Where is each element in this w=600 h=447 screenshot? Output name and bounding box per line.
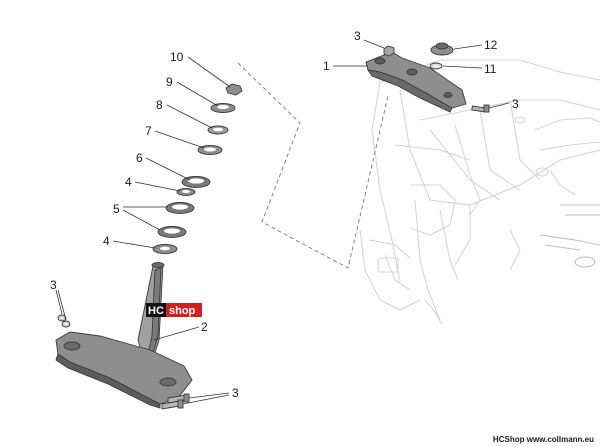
washer-11 — [429, 62, 443, 70]
footer-credit: HCShop www.collmann.eu — [493, 435, 594, 444]
leader-8 — [166, 104, 213, 129]
bolt-top — [383, 45, 395, 57]
callout-3-left: 3 — [50, 278, 57, 292]
callout-2: 2 — [201, 320, 208, 334]
hc-shop-badge: HC shop — [146, 303, 202, 317]
leader-4-upper — [134, 181, 181, 192]
callout-10: 10 — [170, 50, 184, 64]
callout-7: 7 — [145, 124, 152, 138]
callout-12: 12 — [484, 38, 498, 52]
footer-brand: HCShop — [492, 435, 525, 444]
leader-4-lower — [112, 240, 156, 249]
callout-8: 8 — [156, 98, 163, 112]
badge-shop-text: shop — [169, 305, 196, 317]
callout-labels: 1 3 12 11 3 10 9 8 7 6 4 5 4 2 3 3 — [50, 29, 519, 400]
callout-1: 1 — [323, 59, 330, 73]
leader-3-left-b — [57, 289, 67, 321]
callout-3-bottom: 3 — [232, 386, 239, 400]
callout-4-upper: 4 — [125, 175, 132, 189]
bearing-stack — [152, 83, 243, 254]
leader-12 — [453, 44, 483, 50]
leader-7 — [154, 130, 205, 149]
leader-3-left-a — [55, 289, 63, 315]
callout-4-lower: 4 — [103, 234, 110, 248]
bolt-right — [471, 104, 490, 113]
assembly-dashed-guide — [237, 62, 389, 269]
callout-3-top: 3 — [354, 29, 361, 43]
footer-site: www.collmann.eu — [526, 435, 594, 444]
nuts-left — [57, 314, 71, 328]
steering-cap — [430, 42, 454, 56]
badge-hc-text: HC — [148, 305, 164, 317]
bolts-bottom — [161, 393, 190, 410]
leader-11 — [442, 65, 483, 69]
callout-11: 11 — [484, 62, 497, 76]
leader-5b — [122, 209, 161, 231]
leader-6 — [145, 157, 191, 181]
leader-3-right — [488, 102, 510, 109]
leader-10 — [187, 56, 231, 88]
leader-3-bottom-a — [188, 392, 230, 399]
callout-3-right: 3 — [512, 97, 519, 111]
callout-6: 6 — [136, 151, 143, 165]
leader-lines — [55, 39, 510, 405]
leader-3-bottom-b — [182, 394, 230, 405]
callout-5: 5 — [113, 202, 120, 216]
leader-9 — [176, 81, 219, 107]
frame-ghost-outline — [359, 59, 600, 326]
leader-2 — [153, 326, 200, 341]
upper-triple-clamp — [365, 51, 467, 113]
callout-9: 9 — [166, 75, 173, 89]
leader-3-top — [363, 39, 385, 49]
